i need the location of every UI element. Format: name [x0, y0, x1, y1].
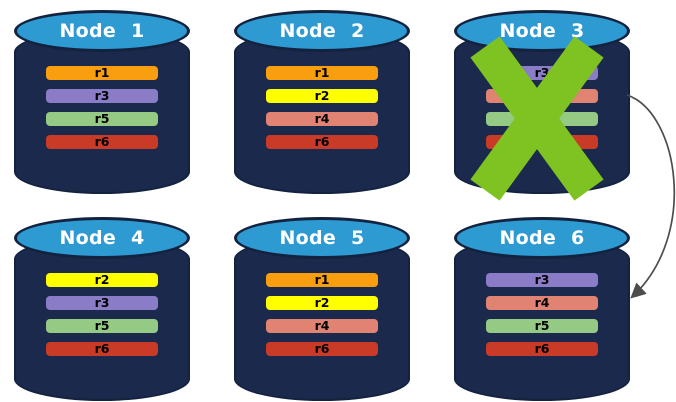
replica-bar-r6: r6: [46, 342, 158, 356]
node-header: Node 3: [454, 10, 630, 52]
failure-x-icon: [469, 35, 604, 201]
replica-bar-r6: r6: [46, 135, 158, 149]
node-header: Node 4: [14, 217, 190, 259]
replica-bar-r2: r2: [266, 296, 378, 310]
replica-bar-r1: r1: [46, 66, 158, 80]
replica-bar-r5: r5: [486, 319, 598, 333]
node-cylinder-1: r1 r3 r5 r6 Node 1: [14, 10, 190, 194]
replica-bar-r2: r2: [266, 89, 378, 103]
replica-bar-r3: r3: [46, 296, 158, 310]
node-title: Node 6: [499, 227, 585, 249]
node-cylinder-5: r1 r2 r4 r6 Node 5: [234, 217, 410, 401]
node-title: Node 2: [279, 20, 365, 42]
replica-bar-r2: r2: [46, 273, 158, 287]
replica-bar-r4: r4: [266, 112, 378, 126]
replica-list: r3 r4 r5 r6: [486, 273, 598, 356]
node-cylinder-4: r2 r3 r5 r6 Node 4: [14, 217, 190, 401]
node-header: Node 1: [14, 10, 190, 52]
node-cylinder-6: r3 r4 r5 r6 Node 6: [454, 217, 630, 401]
node-header: Node 2: [234, 10, 410, 52]
replica-list: r2 r3 r5 r6: [46, 273, 158, 356]
replica-bar-r3: r3: [486, 273, 598, 287]
node-header: Node 6: [454, 217, 630, 259]
replica-bar-r4: r4: [266, 319, 378, 333]
replica-list: r1 r2 r4 r6: [266, 66, 378, 149]
replica-bar-r3: r3: [46, 89, 158, 103]
node-title: Node 5: [279, 227, 365, 249]
node-cylinder-2: r1 r2 r4 r6 Node 2: [234, 10, 410, 194]
replica-bar-r4: r4: [486, 296, 598, 310]
replica-bar-r6: r6: [266, 342, 378, 356]
replica-bar-r6: r6: [486, 342, 598, 356]
replica-bar-r5: r5: [46, 112, 158, 126]
replica-bar-r1: r1: [266, 273, 378, 287]
node-title: Node 3: [499, 20, 585, 42]
node-header: Node 5: [234, 217, 410, 259]
replica-bar-r5: r5: [46, 319, 158, 333]
cylinder-body: [14, 237, 190, 401]
replica-bar-r6: r6: [266, 135, 378, 149]
node-title: Node 4: [59, 227, 145, 249]
node-title: Node 1: [59, 20, 145, 42]
replica-bar-r1: r1: [266, 66, 378, 80]
failover-arrow-path: [626, 94, 676, 299]
replica-list: r1 r2 r4 r6: [266, 273, 378, 356]
replica-list: r1 r3 r5 r6: [46, 66, 158, 149]
